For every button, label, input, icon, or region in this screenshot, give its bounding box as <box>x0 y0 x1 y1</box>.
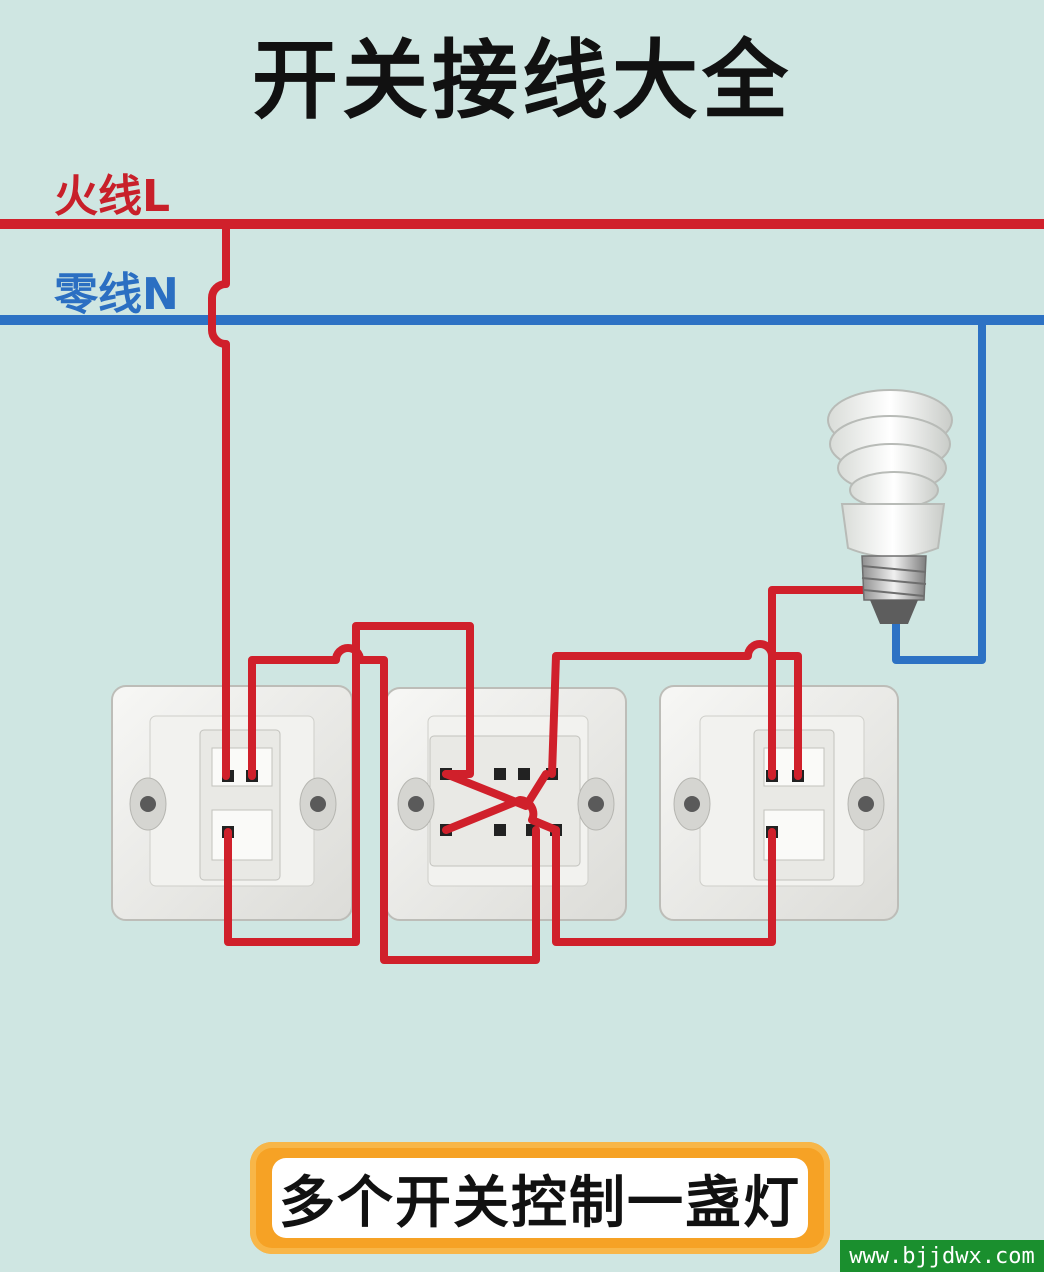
live-drop-wire <box>208 220 230 780</box>
site-watermark: www.bjjdwx.com <box>840 1240 1044 1272</box>
spiral-cfl-bulb-icon <box>827 389 953 624</box>
page-title: 开关接线大全 <box>252 31 792 131</box>
live-wire-label: 火线L <box>54 171 171 222</box>
live-wiring <box>208 220 870 964</box>
main-wires <box>0 219 1044 325</box>
traveler-wire-2 <box>224 622 474 946</box>
crossover-wire-b <box>442 796 560 834</box>
neutral-wire-label: 零线N <box>54 269 179 320</box>
switch-left <box>111 685 353 921</box>
switch-right <box>659 685 899 921</box>
caption-text: 多个开关控制一盏灯 <box>272 1158 808 1238</box>
neutral-return-wire <box>892 320 986 664</box>
lamp-feed-wire <box>768 586 870 780</box>
caption-banner: 多个开关控制一盏灯 <box>250 1142 830 1254</box>
traveler-wire-3 <box>552 826 776 946</box>
traveler-wire-1 <box>248 644 540 964</box>
